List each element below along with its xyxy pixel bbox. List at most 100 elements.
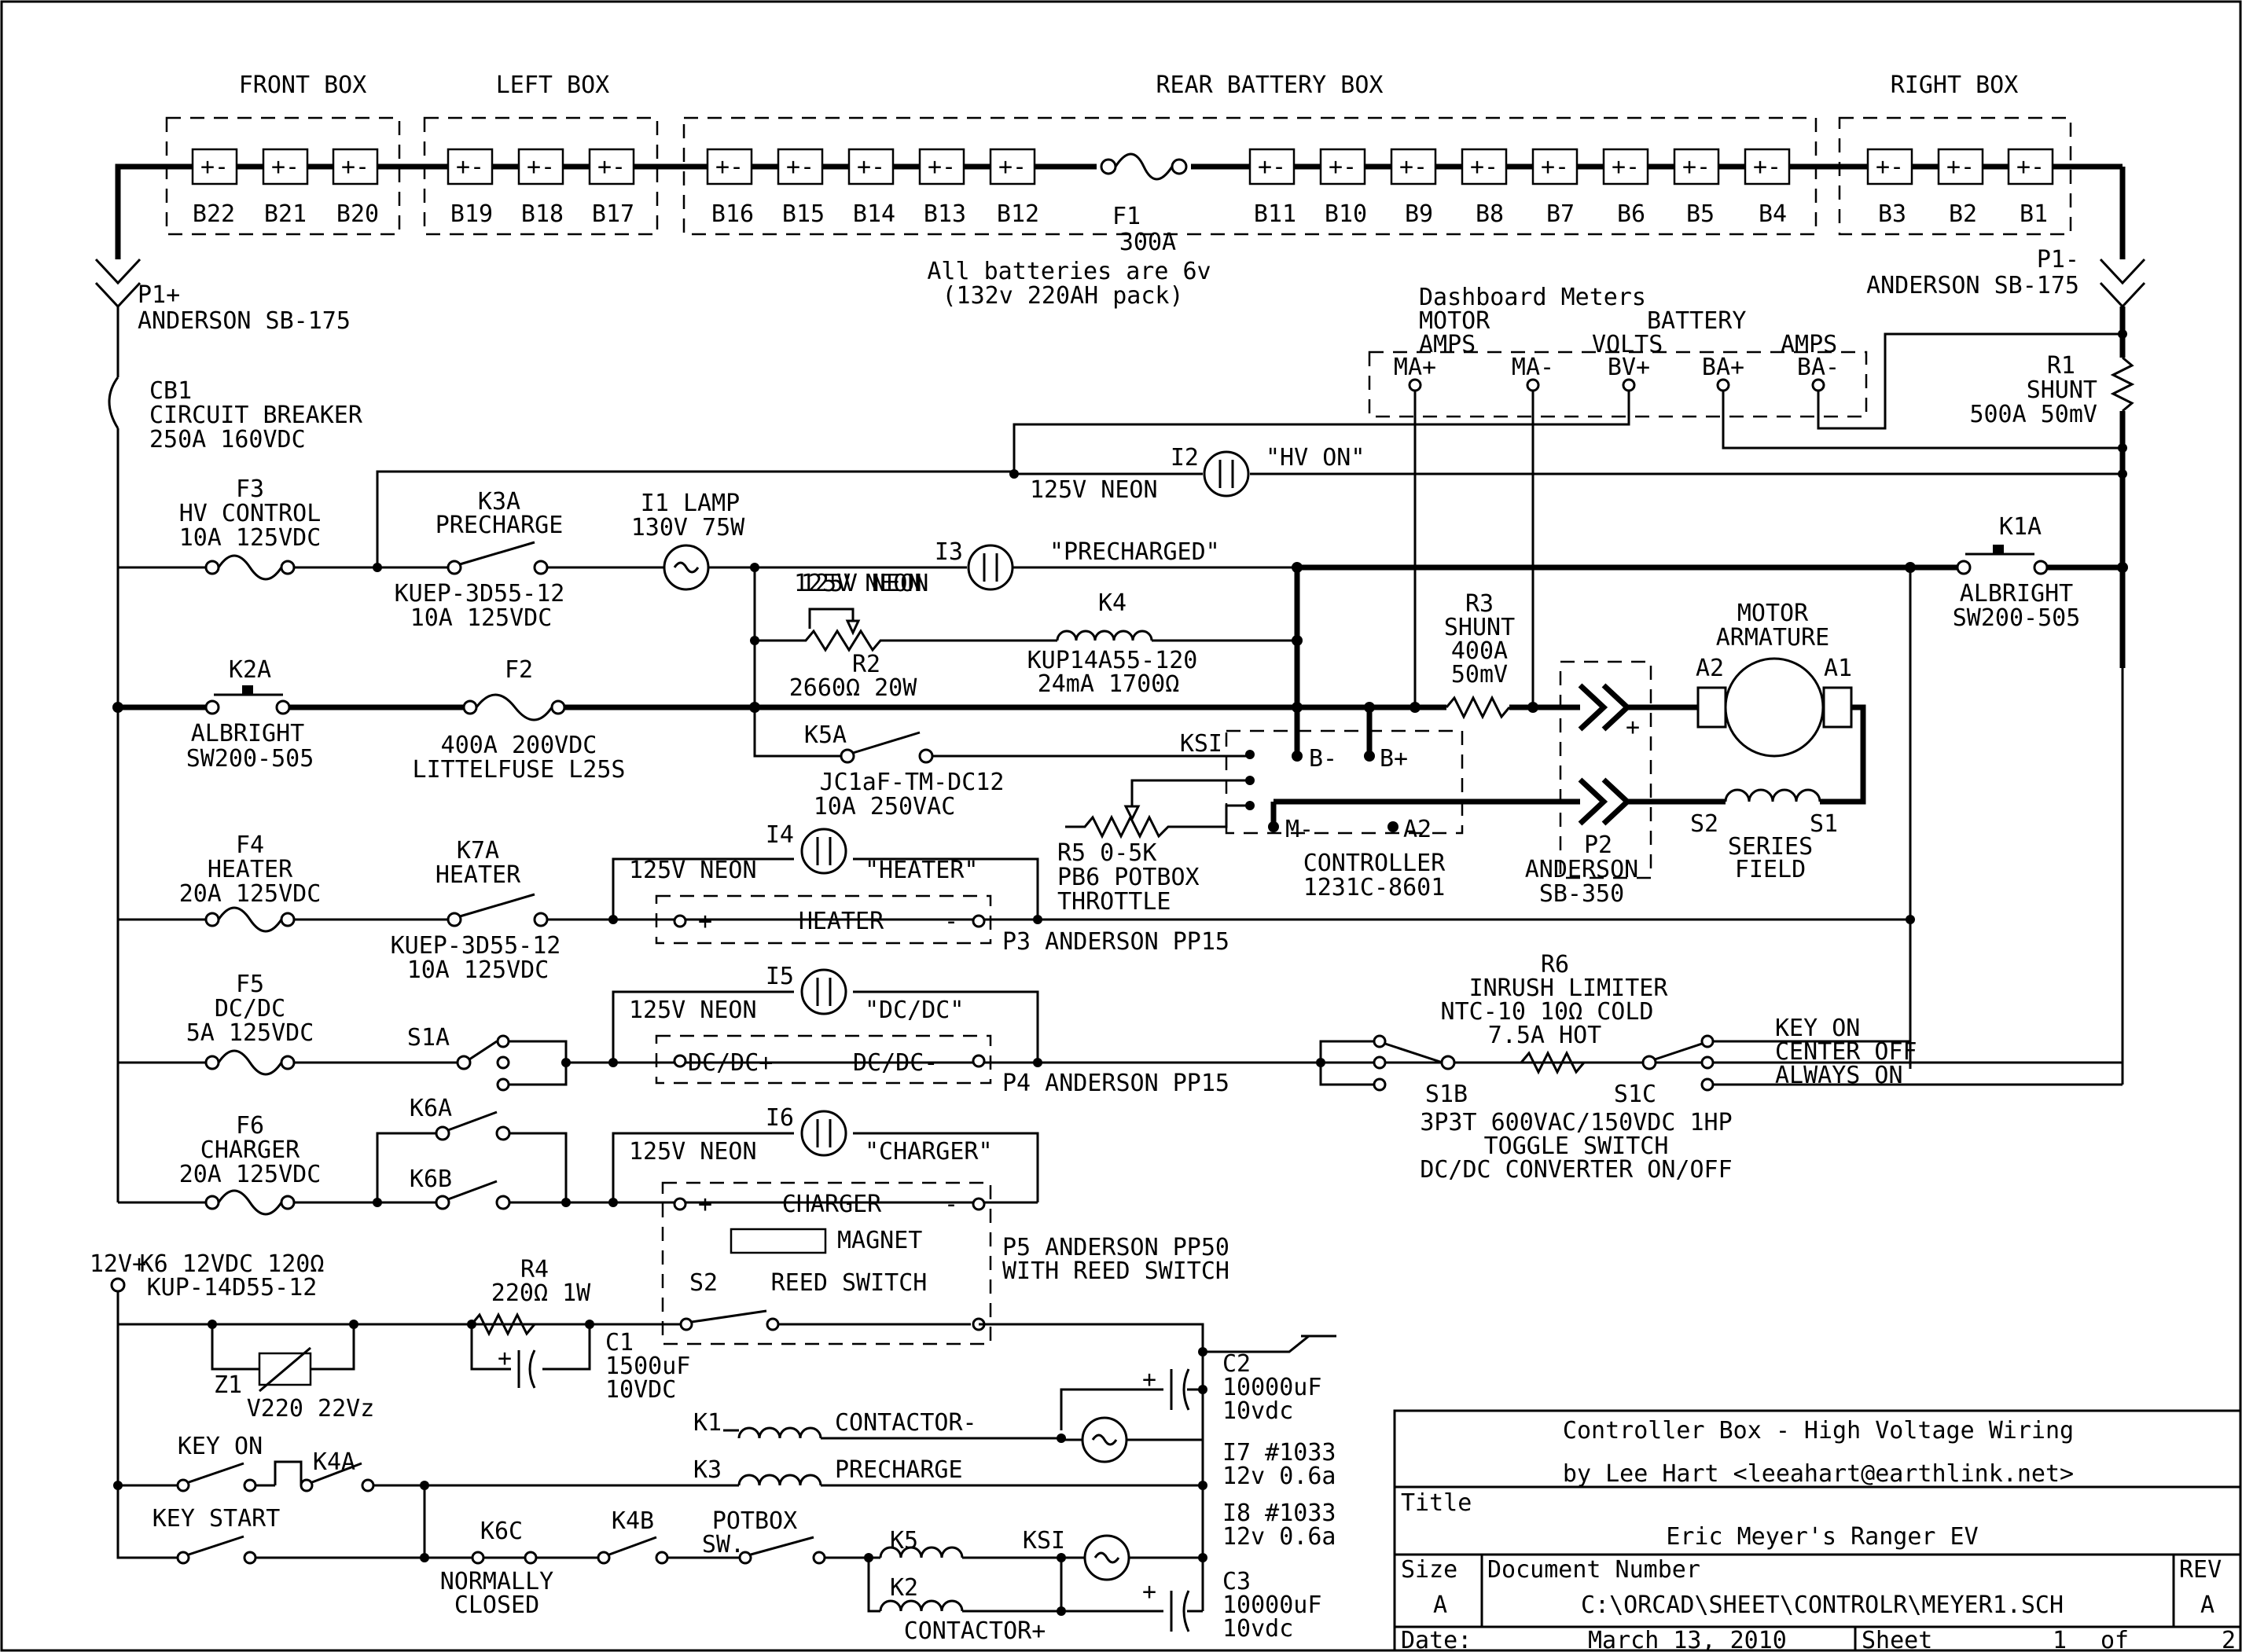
pack-note-line1: All batteries are 6v <box>927 258 1211 285</box>
r2-rating: 2660Ω 20W <box>789 674 917 702</box>
motor-a2: A2 <box>1696 655 1724 682</box>
i4-name: I4 <box>766 821 794 849</box>
svg-text:+-: +- <box>1258 153 1286 181</box>
supply-12v: 12V+ <box>90 1250 146 1278</box>
r2-name: R2 <box>852 651 880 678</box>
i5-name: I5 <box>766 963 794 990</box>
key-start-switch-icon <box>188 1535 244 1556</box>
battery-label: B10 <box>1325 200 1367 228</box>
right-box-label: RIGHT BOX <box>1891 72 2019 99</box>
field-series: SERIES <box>1728 833 1813 861</box>
series-field-icon <box>1724 788 1821 802</box>
battery-cell: +-B21 <box>262 148 309 228</box>
k7a-contact-icon <box>459 893 535 918</box>
title-block: Controller Box - High Voltage Wiring by … <box>1393 1409 2242 1652</box>
ground-icon <box>1203 1334 1310 1353</box>
f3-desc: HV CONTROL <box>179 500 322 527</box>
battery-cell: +-B3 <box>1866 148 1913 228</box>
k7a-desc: HEATER <box>436 861 521 889</box>
k3a-desc: PRECHARGE <box>436 512 564 539</box>
svg-text:+-: +- <box>2016 153 2045 181</box>
s1a-switch-icon <box>469 1040 498 1061</box>
s1b-name: S1B <box>1425 1081 1468 1108</box>
cb1-breaker-icon <box>108 376 119 429</box>
i6-neon-icon <box>800 1110 847 1157</box>
sheet-total: 2 <box>2222 1627 2236 1652</box>
k3a-part: KUEP-3D55-12 <box>395 580 565 608</box>
k4-coil-icon <box>1056 630 1153 641</box>
battery-label: B6 <box>1617 200 1645 228</box>
f3-name: F3 <box>236 475 264 503</box>
battery-label: B20 <box>336 200 379 228</box>
svg-text:+-: +- <box>998 153 1027 181</box>
r3-mv: 50mV <box>1451 661 1508 688</box>
i3-name: I3 <box>935 538 963 566</box>
p2-plus: + <box>1626 714 1640 741</box>
battery-label: B16 <box>711 200 754 228</box>
dcdc-outline <box>655 1034 992 1085</box>
battery-label: B1 <box>2020 200 2048 228</box>
battery-label: B5 <box>1686 200 1715 228</box>
r3-desc: SHUNT <box>1444 614 1515 641</box>
k1a-desc: ALBRIGHT <box>1960 580 2074 608</box>
key-on-switch-icon <box>188 1462 244 1484</box>
r3-name: R3 <box>1465 590 1494 618</box>
switch-pos-center-off: CENTER OFF <box>1775 1038 1917 1066</box>
battery-label: B3 <box>1878 200 1906 228</box>
svg-text:+-: +- <box>527 153 555 181</box>
svg-text:+-: +- <box>456 153 484 181</box>
toggle-desc: TOGGLE SWITCH <box>1484 1133 1669 1160</box>
k3-name: K3 <box>693 1456 722 1484</box>
ksi2-label: KSI <box>1023 1527 1065 1555</box>
right-box-outline <box>1838 116 2072 236</box>
p1-part: ANDERSON SB-175 <box>138 307 351 335</box>
f4-name: F4 <box>236 832 264 859</box>
f3-fuse-icon <box>217 554 283 581</box>
svg-text:+-: +- <box>1612 153 1640 181</box>
r2-resistor-icon <box>755 629 1057 652</box>
hv-control-branch <box>376 470 1014 567</box>
r1-desc: SHUNT <box>2027 376 2097 404</box>
toggle-rating: 3P3T 600VAC/150VDC 1HP <box>1420 1109 1732 1136</box>
svg-text:+-: +- <box>1329 153 1357 181</box>
front-box-label: FRONT BOX <box>239 72 367 99</box>
battery-label: B17 <box>592 200 634 228</box>
k2a-part: SW200-505 <box>186 745 314 773</box>
battery-label: B7 <box>1546 200 1575 228</box>
c2-plus: + <box>1142 1366 1156 1393</box>
p2-name: P2 <box>1584 832 1612 859</box>
i1-rating: 130V 75W <box>631 514 745 541</box>
i2-label: "HV ON" <box>1266 444 1365 472</box>
motor-a1: A1 <box>1824 655 1852 682</box>
c1-name: C1 <box>605 1329 634 1356</box>
z1-rating: V220 22Vz <box>247 1395 375 1423</box>
charger-minus: - <box>944 1191 958 1218</box>
rear-box-outline <box>682 116 1817 236</box>
heater-outline <box>655 894 992 945</box>
battery-label: B15 <box>782 200 825 228</box>
date-label: Date: <box>1401 1627 1472 1652</box>
i6-label: "CHARGER" <box>865 1138 993 1166</box>
k4-part: KUP14A55-120 <box>1027 647 1198 674</box>
svg-text:+-: +- <box>928 153 956 181</box>
svg-text:+-: +- <box>1541 153 1569 181</box>
meters-battery: BATTERY <box>1647 307 1746 335</box>
battery-cell: +-B22 <box>191 148 238 228</box>
rev-value: A <box>2200 1591 2214 1619</box>
title-line2: by Lee Hart <leeahart@earthlink.net> <box>1563 1460 2074 1488</box>
battery-label: B19 <box>450 200 493 228</box>
k2-coil-icon <box>879 1599 964 1612</box>
reed-switch-icon <box>691 1309 767 1323</box>
controller-model: 1231C-8601 <box>1303 874 1446 901</box>
controller-ksi: KSI <box>1180 730 1222 758</box>
k5a-rating: 10A 250VAC <box>814 793 956 820</box>
battery-cell: +- B1 <box>2007 148 2054 228</box>
size-value: A <box>1433 1591 1447 1619</box>
key-on-label: KEY ON <box>178 1433 263 1460</box>
f4-rating: 20A 125VDC <box>179 880 322 908</box>
s1b-switch-icon <box>1384 1042 1443 1064</box>
k6c-normally: NORMALLY <box>440 1568 554 1595</box>
meters-motor: MOTOR <box>1419 307 1490 335</box>
size-label: Size <box>1401 1556 1457 1584</box>
battery-label: B13 <box>924 200 966 228</box>
